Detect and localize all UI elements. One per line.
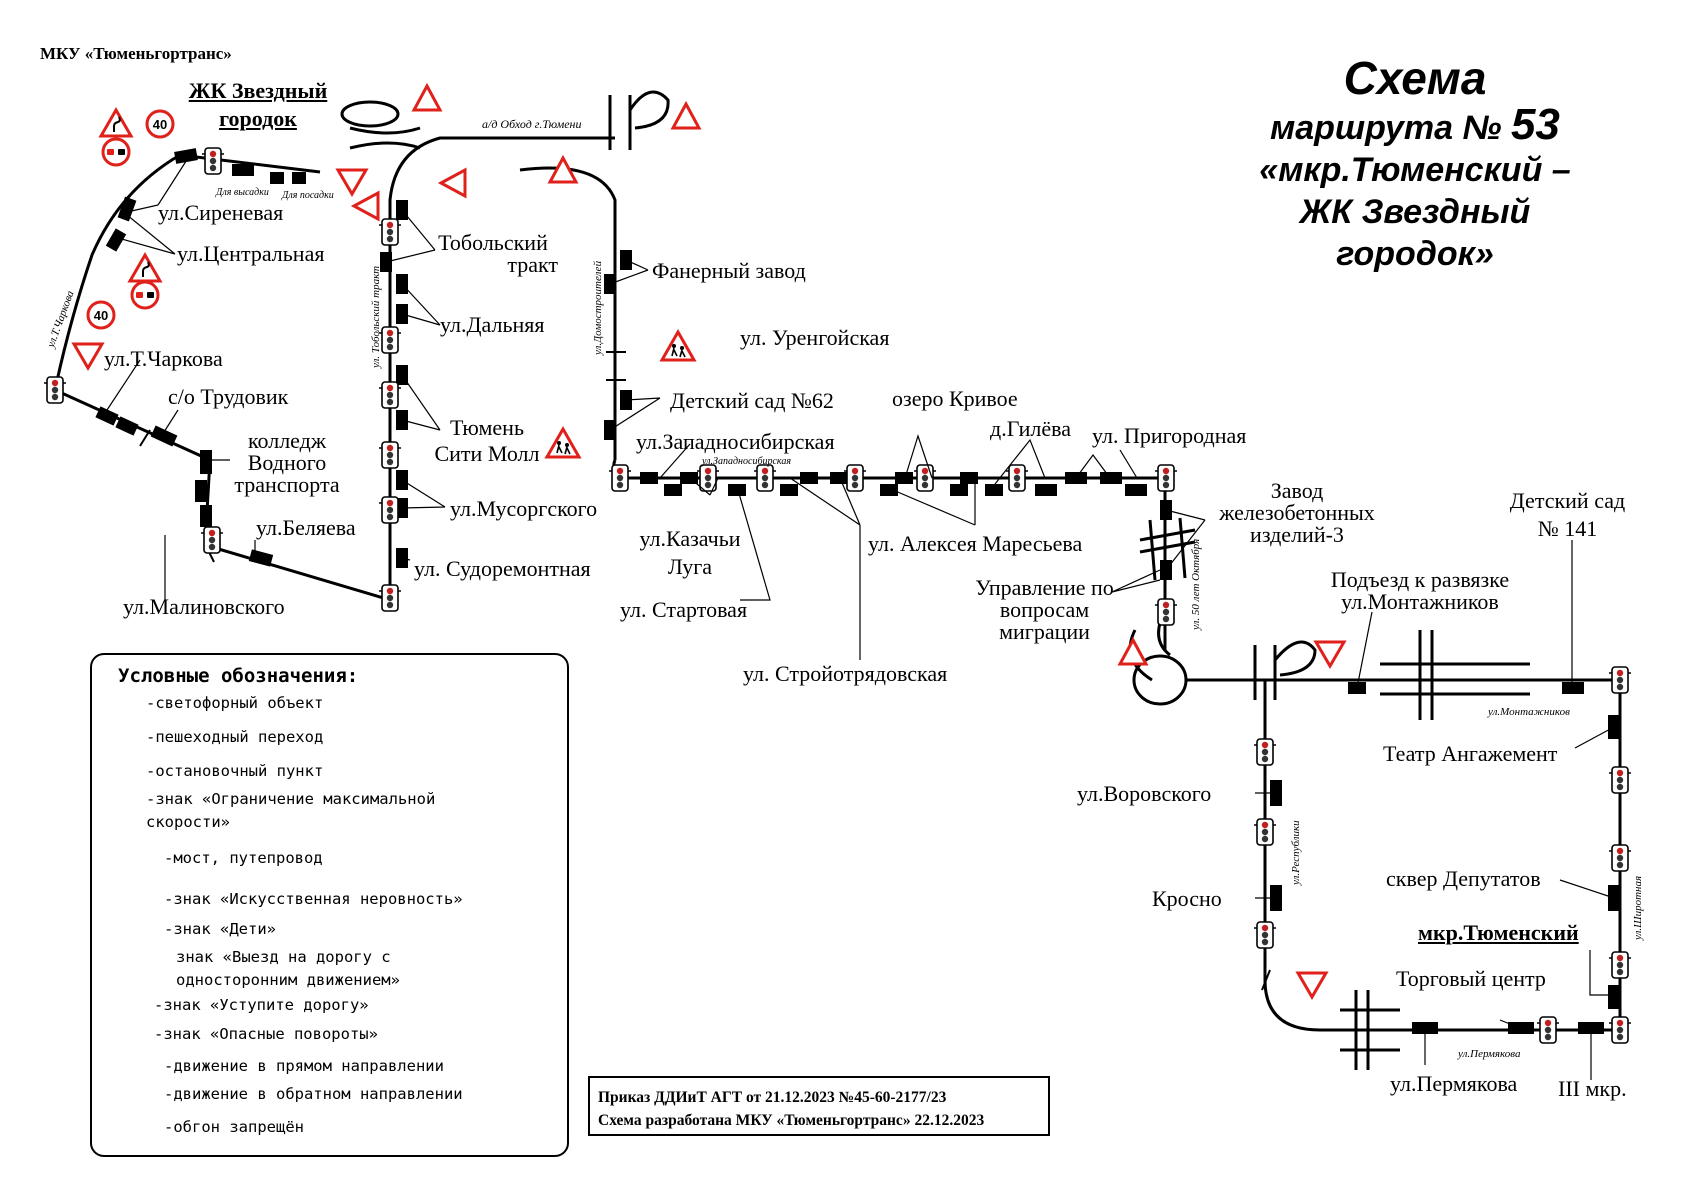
stop-so-trudovik: с/о Трудовик — [168, 384, 289, 409]
stop-kazachi-line2: Луга — [667, 554, 713, 579]
stop-tobolsky-line1: Тобольский — [438, 230, 548, 255]
bus-stops — [95, 148, 1620, 1034]
stop-podezd-line1: Подъезд к развязке — [1330, 567, 1510, 592]
stop-torgovy: Торговый центр — [1396, 966, 1546, 991]
street-domostroiteley: ул.Домостроителей — [592, 260, 604, 355]
stop-zavod-zhbi: Завод железобетонных изделий-3 — [1212, 480, 1382, 546]
street-zapadnosibirskaya: ул.Западносибирская — [702, 456, 791, 467]
legend-item-curves: -знак «Опасные повороты» — [154, 1025, 378, 1043]
title-line4: ЖК Звездный — [1299, 193, 1531, 231]
title-line3: «мкр.Тюменский – — [1259, 151, 1571, 189]
street-respubliki: ул.Республики — [1290, 820, 1302, 885]
stop-dalnyaya: ул.Дальняя — [440, 312, 545, 337]
legend-item-reverse: -движение в обратном направлении — [164, 1085, 463, 1103]
legend-box: Условные обозначения: -светофорный объек… — [90, 653, 569, 1157]
stop-ozero-krivoe: озеро Кривое — [892, 386, 1018, 411]
stop-college-line2: Водного — [247, 450, 327, 475]
stop-t-charkova: ул.Т.Чаркова — [104, 346, 223, 371]
leader-lines — [106, 154, 1615, 1080]
stop-upravlenie-line1: Управление по — [975, 575, 1114, 600]
title-line5: городок» — [1336, 235, 1494, 273]
title-line1: Схема — [1343, 52, 1487, 104]
stop-college: колледж Водного транспорта — [222, 430, 352, 496]
street-permyakova: ул.Пермякова — [1458, 1048, 1521, 1060]
terminal-start-label: ЖК Звездный городок — [178, 80, 338, 130]
stop-maresyeva: ул. Алексея Маресьева — [868, 531, 1083, 556]
legend-item-traffic-light: -светофорный объект — [146, 694, 324, 712]
stop-skver: сквер Депутатов — [1386, 866, 1541, 891]
stop-vorovskogo: ул.Воровского — [1077, 781, 1212, 806]
label-pick-up: Для посадки — [282, 190, 334, 201]
stop-kazachi-line1: ул.Казачьи — [639, 526, 741, 551]
stop-upravlenie-line2: вопросам — [999, 597, 1090, 622]
label-drop-off: Для высадки — [216, 187, 269, 198]
stop-detsad141-line1: Детский сад — [1509, 488, 1626, 513]
order-line1: Приказ ДДИиТ АГТ от 21.12.2023 №45-60-21… — [598, 1089, 947, 1106]
stop-detsad141: Детский сад № 141 — [1500, 490, 1635, 540]
stop-musorgskogo: ул.Мусоргского — [450, 496, 598, 521]
scheme-title: Схема маршрута № 53 «мкр.Тюменский – ЖК … — [1225, 52, 1605, 275]
organization-name: МКУ «Тюменьгортранс» — [40, 44, 232, 63]
stop-fanerny: Фанерный завод — [652, 258, 806, 283]
legend-item-children: -знак «Дети» — [164, 920, 276, 938]
stop-teatr: Театр Ангажемент — [1383, 741, 1558, 766]
stop-kazachi: ул.Казачьи Луга — [630, 528, 750, 578]
street-tobolsky: ул. Тобольский тракт — [370, 265, 382, 368]
terminal-end-label: мкр.Тюменский — [1418, 920, 1579, 945]
stop-sirenevaya: ул.Сиреневая — [158, 200, 284, 225]
title-prefix: маршрута № — [1270, 109, 1502, 147]
stop-zavod-line1: Завод — [1270, 478, 1324, 503]
stop-krosno: Кросно — [1152, 886, 1222, 911]
title-line2: маршрута № 53 — [1225, 103, 1605, 149]
legend-item-yield: -знак «Уступите дорогу» — [154, 996, 369, 1014]
stop-upravlenie-line3: миграции — [999, 619, 1090, 644]
stop-stroyotryadovskaya: ул. Стройотрядовская — [743, 661, 948, 686]
stop-belyaeva: ул.Беляева — [256, 515, 356, 540]
stop-urengoyskaya: ул. Уренгойская — [740, 325, 890, 350]
stop-college-line3: транспорта — [234, 472, 340, 497]
legend-item-bridge: -мост, путепровод — [164, 849, 323, 867]
stop-tobolsky-line2: тракт — [507, 252, 558, 277]
stop-detsad141-line2: № 141 — [1537, 516, 1598, 541]
street-obkhod: а/д Обход г.Тюмени — [482, 117, 582, 131]
legend-item-speed: -знак «Ограничение максимальной скорости… — [146, 790, 436, 831]
terminal-start-line1: ЖК Звездный — [188, 78, 328, 103]
stop-mall-line1: Тюмень — [450, 415, 524, 440]
stop-centralnaya: ул.Центральная — [177, 241, 325, 266]
stop-podezd-line2: ул.Монтажников — [1341, 589, 1499, 614]
stop-podezd: Подъезд к развязке ул.Монтажников — [1320, 569, 1520, 613]
legend-item-stop: -остановочный пункт — [146, 762, 324, 780]
stop-tobolsky: Тобольский тракт — [428, 232, 558, 276]
stop-startovaya: ул. Стартовая — [620, 597, 748, 622]
legend-item-speed-bump: -знак «Искусственная неровность» — [164, 890, 463, 908]
terminal-start-line2: городок — [219, 106, 297, 131]
legend-item-forward: -движение в прямом направлении — [164, 1057, 444, 1075]
street-50-let: ул. 50 лет Октября — [1190, 538, 1202, 630]
stop-mall: Тюмень Сити Молл — [422, 417, 552, 465]
street-shirotnaya: ул.Широтная — [1632, 875, 1644, 940]
stop-zapadnosibirskaya: ул.Западносибирская — [636, 429, 835, 454]
stop-mall-line2: Сити Молл — [434, 441, 540, 466]
stop-permyakova: ул.Пермякова — [1390, 1071, 1518, 1096]
stop-college-line1: колледж — [247, 428, 327, 453]
route-number: 53 — [1510, 100, 1560, 149]
legend-title: Условные обозначения: — [118, 665, 359, 687]
stop-gileva: д.Гилёва — [990, 416, 1071, 441]
stop-detsad62: Детский сад №62 — [670, 388, 834, 413]
order-box: Приказ ДДИиТ АГТ от 21.12.2023 №45-60-21… — [588, 1076, 1050, 1136]
stop-zavod-line3: изделий-3 — [1250, 522, 1344, 547]
street-montazhnikov: ул.Монтажников — [1488, 706, 1570, 718]
stop-sudoremontnaya: ул. Судоремонтная — [414, 556, 591, 581]
order-line2: Схема разработана МКУ «Тюменьгортранс» 2… — [598, 1112, 985, 1129]
stop-prigorodnaya: ул. Пригородная — [1092, 423, 1247, 448]
stop-upravlenie: Управление по вопросам миграции — [962, 577, 1127, 643]
legend-item-no-overtaking: -обгон запрещён — [164, 1118, 304, 1136]
legend-item-crossing: -пешеходный переход — [146, 728, 324, 746]
stop-malinovskogo: ул.Малиновского — [123, 594, 285, 619]
stop-zavod-line2: железобетонных — [1219, 500, 1375, 525]
legend-item-one-way: знак «Выезд на дорогу с односторонним дв… — [176, 948, 400, 989]
stop-mkr3: III мкр. — [1558, 1076, 1627, 1101]
